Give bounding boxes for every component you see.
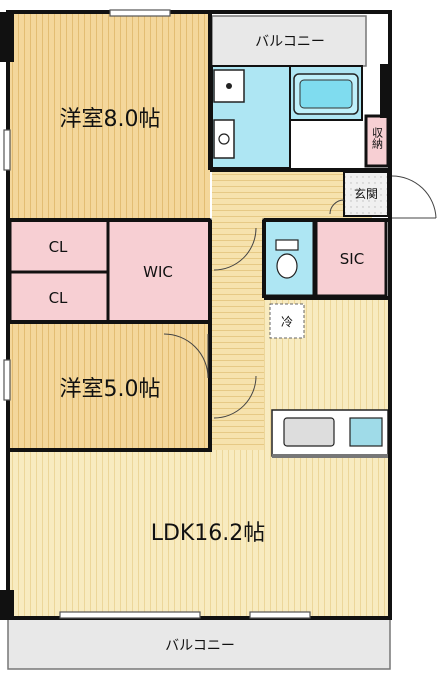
balcony-top-label: バルコニー (255, 34, 325, 50)
closet-1-label: CL (49, 238, 68, 256)
western-room-2-label: 洋室5.0帖 (60, 377, 161, 402)
western-room-1-label: 洋室8.0帖 (60, 107, 161, 132)
hallway-floor-vertical (210, 220, 264, 456)
fridge-label: 冷 (281, 315, 293, 329)
closet-2-label: CL (49, 289, 68, 307)
balcony-bottom (7, 618, 391, 670)
stove-icon (349, 417, 383, 447)
walk-in-closet-label: WIC (143, 263, 173, 281)
western-room-2-floor (10, 322, 210, 450)
balcony-bottom-label: バルコニー (165, 638, 235, 654)
entrance-floor (343, 171, 389, 217)
shoe-closet-label: SIC (340, 250, 364, 268)
toilet-icon (275, 239, 299, 251)
washbasin-icon (213, 119, 235, 159)
kitchen-sink-icon (283, 417, 335, 447)
ldk-label: LDK16.2帖 (151, 521, 266, 546)
washing-machine-icon (213, 69, 245, 103)
fridge-icon (269, 303, 305, 339)
closet-2 (8, 270, 110, 324)
entrance-label: 玄関 (354, 186, 378, 201)
balcony-top (211, 15, 367, 67)
western-room-1-floor (10, 14, 210, 218)
ldk-floor (10, 450, 388, 616)
closet-1 (8, 218, 110, 274)
storage-label: 収納 (371, 127, 384, 150)
